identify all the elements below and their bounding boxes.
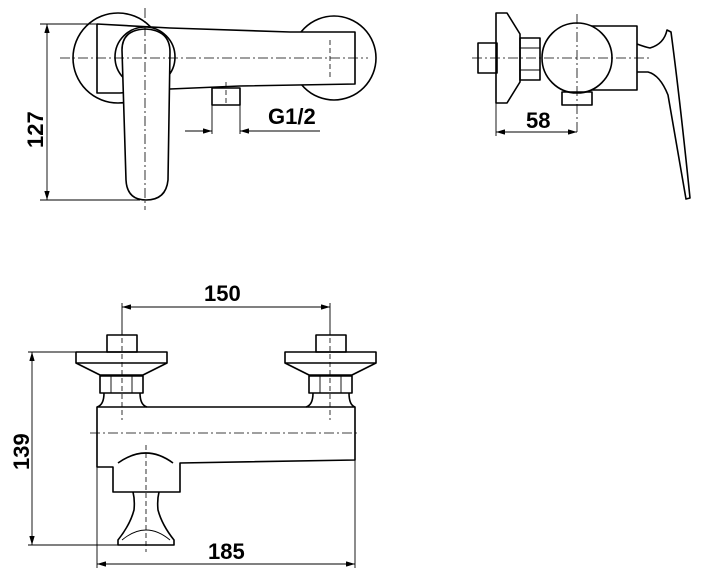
side-lever [636,29,691,200]
front-view: 127 G1/2 [23,8,377,210]
inlet-flange-taper [284,362,377,376]
inlet-flange [75,351,168,364]
inlet-neck [305,392,356,408]
outlet-thread [211,87,241,106]
height-dimension-label: 127 [23,111,48,148]
inlet-stub [315,334,347,353]
center-distance-label: 150 [204,281,241,306]
side-nut [519,37,541,81]
left-inlet [75,334,168,408]
total-width-label: 185 [208,539,245,564]
lever-handle [121,28,171,201]
inlet-nut [308,375,353,394]
inlet-flange-taper [75,362,168,376]
thread-size-label: G1/2 [268,104,316,129]
side-view: 58 [472,12,691,200]
top-view: 150 139 185 [9,281,377,568]
right-inlet [284,334,377,408]
top-body [96,406,356,493]
inlet-nut [99,375,144,394]
top-height-label: 139 [9,433,34,470]
inlet-flange [284,351,377,364]
diverter-cap [117,452,174,464]
depth-dimension-label: 58 [526,108,550,133]
